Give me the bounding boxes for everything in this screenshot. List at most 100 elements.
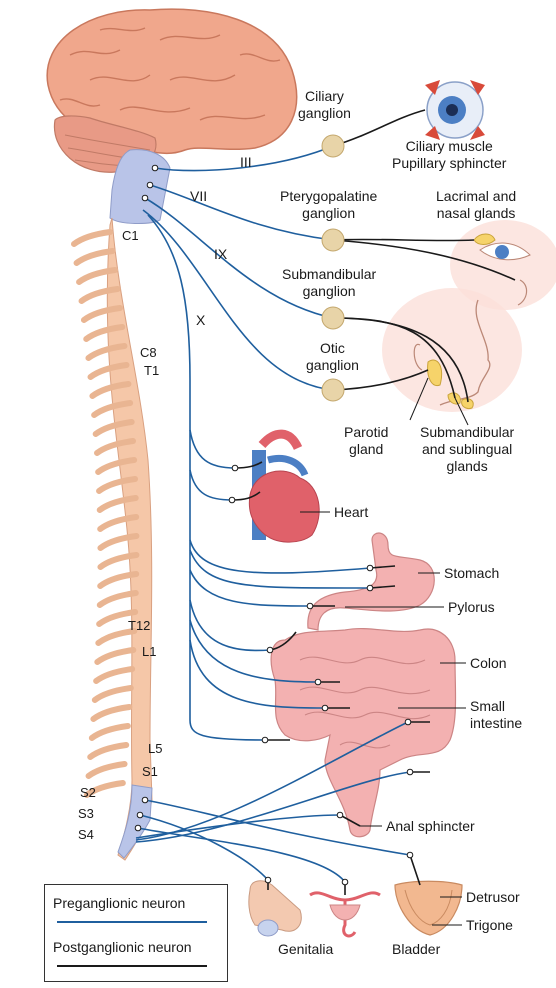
nerve-root — [83, 324, 126, 342]
lacrimal-glands-label: Lacrimal and nasal glands — [436, 188, 517, 221]
synapse-node — [336, 811, 344, 819]
ciliary-ganglion-label: Ciliary ganglion — [298, 88, 351, 121]
sacral-genitalia-1 — [139, 814, 269, 881]
submandibular-ganglion-label: Submandibular ganglion — [282, 266, 377, 299]
nerve-root — [94, 647, 137, 665]
nerve-root — [93, 666, 136, 684]
nerve-root — [91, 685, 134, 703]
nerve-root — [88, 723, 131, 741]
genitalia-label: Genitalia — [278, 941, 334, 957]
cn9-preganglionic — [142, 209, 334, 391]
level-s2: S2 — [80, 785, 96, 800]
nerve-root — [96, 476, 139, 494]
intestines-illustration — [270, 627, 457, 838]
otic-postganglionic — [332, 369, 429, 391]
nerve-root — [71, 229, 113, 247]
bladder-illustration — [394, 880, 463, 936]
cranial-nerve-x: X — [196, 312, 206, 328]
stomach-post-2 — [369, 585, 396, 589]
legend-pre-label: Preganglionic neuron — [53, 895, 186, 911]
nerve-root — [97, 514, 140, 532]
colon-label: Colon — [470, 655, 507, 671]
pylorus-label: Pylorus — [448, 599, 495, 615]
nerve-root — [97, 571, 140, 589]
nerve-root — [97, 533, 140, 551]
legend-pre-line — [57, 921, 207, 923]
parotid-gland-label: Parotid gland — [344, 424, 389, 457]
cn3-preganglionic — [154, 145, 334, 172]
level-t12: T12 — [128, 618, 151, 633]
synapse-node — [341, 878, 349, 886]
synapse-node — [151, 164, 159, 172]
stomach-post-1 — [369, 565, 396, 569]
sacral-bladder — [144, 799, 411, 856]
nerve-root — [90, 704, 133, 722]
eye-target-label: Ciliary muscle Pupillary sphincter — [392, 138, 507, 171]
synapse-node — [141, 194, 149, 202]
synapse-node — [264, 876, 272, 884]
genitalia-illustration — [248, 880, 381, 938]
nerve-root — [83, 780, 126, 798]
nerve-root — [73, 248, 116, 266]
bladder-label: Bladder — [392, 941, 441, 957]
otic-ganglion-label: Otic ganglion — [306, 340, 359, 373]
heart-illustration — [248, 429, 320, 543]
legend-post-line — [57, 965, 207, 967]
anal-post — [339, 814, 361, 827]
nerve-root — [96, 590, 139, 608]
synapse-node — [366, 584, 374, 592]
stomach-label: Stomach — [444, 565, 500, 581]
nerve-root — [78, 286, 121, 304]
nerve-root — [80, 305, 123, 323]
nerve-root — [85, 761, 128, 779]
synapse-node — [306, 602, 314, 610]
synapse-node — [366, 564, 374, 572]
vagus-small-int — [189, 639, 326, 709]
synapse-node — [261, 736, 269, 744]
cranial-nerve-ix: IX — [214, 246, 228, 262]
sacral-segment — [117, 784, 153, 859]
vagus-colon — [189, 599, 271, 652]
otic-ganglion — [321, 378, 345, 402]
pterygopalatine-ganglion-label: Pterygopalatine ganglion — [280, 188, 378, 221]
nerve-root — [95, 628, 138, 646]
vagus-stomach-2 — [189, 549, 371, 589]
face-lacrimal-illustration — [450, 220, 556, 310]
nerve-root — [89, 381, 132, 399]
sacral-colon-2 — [135, 771, 411, 843]
nerve-pathways — [134, 109, 516, 895]
level-s4: S4 — [78, 827, 94, 842]
level-s1: S1 — [142, 764, 158, 779]
synapse-node — [321, 704, 329, 712]
nerve-root — [96, 495, 139, 513]
level-l5: L5 — [148, 741, 163, 756]
trigone-label: Trigone — [466, 917, 513, 933]
brain — [46, 8, 298, 173]
label-leader-lines — [300, 377, 469, 926]
ganglia — [321, 134, 345, 402]
synapse-node — [136, 811, 144, 819]
pterygopalatine-ganglion — [321, 228, 345, 252]
synapse-node — [404, 718, 412, 726]
stomach-illustration — [307, 532, 435, 631]
cranial-nerve-vii: VII — [190, 188, 208, 204]
cranial-nerve-iii: III — [240, 154, 252, 170]
head-profile-illustration — [382, 288, 522, 412]
vagus-heart-2 — [189, 469, 233, 501]
nerve-root — [92, 419, 135, 437]
cn7-submand-preganglionic — [144, 197, 334, 319]
nerve-root — [94, 438, 137, 456]
level-c8: C8 — [140, 345, 157, 360]
vagus-trunk — [147, 214, 266, 741]
small-intestine-label: Small intestine — [470, 698, 523, 731]
level-l1: L1 — [142, 644, 157, 659]
heart-label: Heart — [334, 504, 369, 520]
synapse-node — [406, 851, 414, 859]
submandibular-glands-label: Submandibular and sublingual glands — [420, 424, 515, 474]
synapse-node — [314, 678, 322, 686]
level-s3: S3 — [78, 806, 94, 821]
nerve-root — [87, 742, 130, 760]
synapse-node — [231, 464, 239, 472]
sacral-anal — [135, 814, 341, 839]
nerve-root — [95, 457, 138, 475]
